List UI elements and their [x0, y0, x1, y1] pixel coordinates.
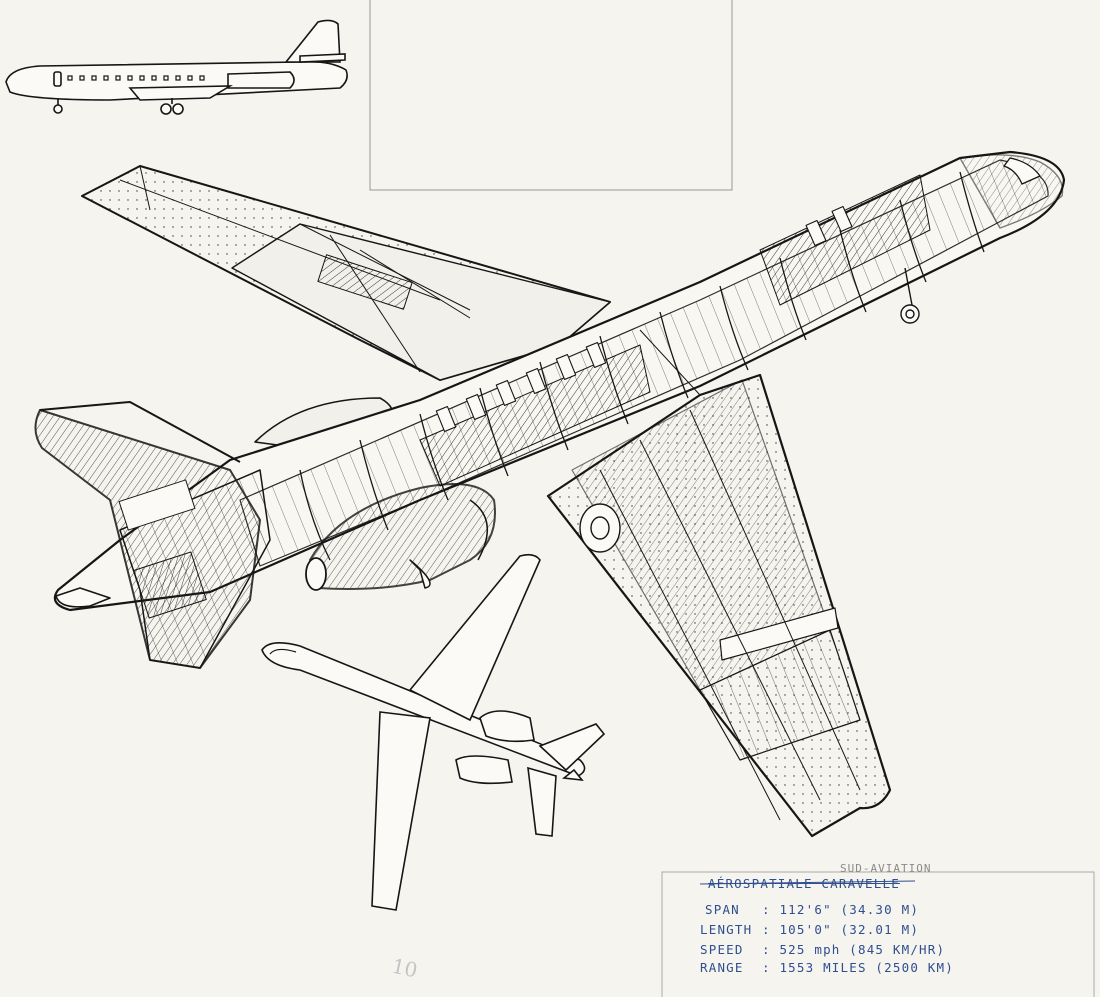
spec-value-range: : 1553 MILES (2500 KM) — [762, 960, 954, 975]
spec-value-span: : 112'6" (34.30 M) — [762, 902, 920, 917]
cutaway-aircraft — [34, 150, 1066, 838]
side-view-silhouette — [5, 19, 348, 115]
aircraft-name-strike — [699, 880, 916, 885]
spec-label-range: RANGE — [700, 960, 744, 975]
upper-panel-frame — [369, 0, 733, 191]
nose-gear — [900, 267, 920, 324]
main-gear — [579, 503, 621, 553]
aircraft-name: AÉROSPATIALE CARAVELLE — [708, 876, 900, 891]
spec-value-length: : 105'0" (32.01 M) — [762, 922, 920, 937]
spec-value-speed: : 525 mph (845 KM/HR) — [762, 942, 946, 957]
plan-view-silhouette — [261, 553, 606, 911]
spec-label-speed: SPEED — [700, 942, 744, 957]
pencil-mark: 10 — [389, 953, 420, 983]
spec-label-span: SPAN — [705, 902, 740, 917]
spec-label-length: LENGTH — [700, 922, 753, 937]
manufacturer-correction: SUD-AVIATION — [840, 862, 932, 875]
near-engine — [305, 483, 496, 591]
spec-panel-frame — [661, 871, 1095, 997]
